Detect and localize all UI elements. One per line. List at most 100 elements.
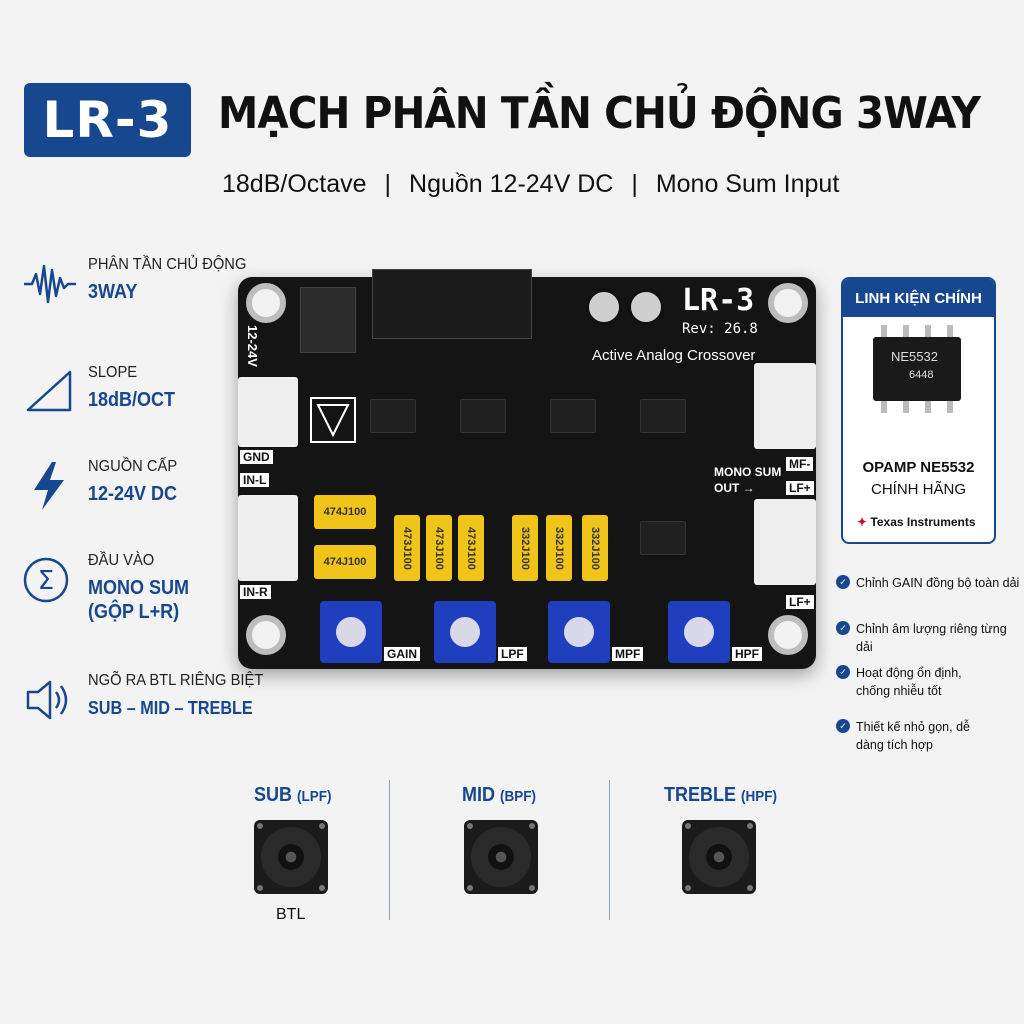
mf-label: MF- [786,457,814,471]
opamp-ic [370,399,416,433]
spec-input: Mono Sum Input [655,170,840,198]
relay-module [372,269,532,339]
feature-input: Σ ĐẦU VÀO MONO SUM (GỘP L+R) [22,552,252,632]
mono-sum-out-label: OUT → [714,481,755,495]
voltage-regulator [300,287,356,353]
spec-power: Nguồn 12-24V DC [409,170,614,198]
feature-label: NGÕ RA BTL RIÊNG BIỆT [88,672,264,689]
film-capacitor: 332J100 [512,515,538,581]
pot-label-hpf: HPF [732,647,762,661]
gnd-label: GND [240,450,273,464]
mono-sum-label: MONO SUM [714,465,782,479]
mounting-hole [768,283,808,323]
check-icon: ✓ [836,665,850,679]
feature-label: PHÂN TẦN CHỦ ĐỘNG [88,256,247,273]
feature-value: MONO SUM [88,577,189,599]
power-label: 12-24V [245,325,260,367]
opamp-ic [640,399,686,433]
feature-value: 3WAY [88,281,138,303]
lf-output-connector[interactable] [754,499,816,585]
spec-separator: | [384,170,392,198]
electrolytic-capacitor [586,289,622,325]
in-r-label: IN-R [240,585,271,599]
spec-separator: | [631,170,638,198]
feature-value: 18dB/OCT [88,389,176,411]
spec-slope: 18dB/Octave [222,170,367,198]
opamp-ic [460,399,506,433]
model-badge: LR-3 [24,83,191,157]
panel-heading: LINH KIỆN CHÍNH [843,279,994,317]
feature-3way: PHÂN TẦN CHỦ ĐỘNG 3WAY [22,256,252,326]
brand-label: ✦ Texas Instruments [857,515,976,529]
in-l-label: IN-L [240,473,270,487]
bullet-item: ✓ Chỉnh âm lượng riêng từng dải [836,620,1024,656]
feature-value: 12-24V DC [88,483,178,505]
ne5532-chip: NE5532 6448 [873,325,961,413]
speaker-title-mid: MID (BPF) [462,784,537,806]
mpf-potentiometer[interactable] [548,601,610,663]
component-authentic: CHÍNH HÃNG [870,481,966,498]
divider [389,780,390,920]
main-component-panel: LINH KIỆN CHÍNH NE5532 6448 OPAMP NE5532… [841,277,996,544]
pot-label-mpf: MPF [612,647,644,661]
sigma-icon: Σ [23,557,69,603]
slope-triangle-icon [26,370,72,412]
lf-plus-label: LF+ [786,481,814,495]
film-capacitor: 474J100 [314,495,376,529]
mounting-hole [768,615,808,655]
mounting-hole [246,615,286,655]
speaker-title-sub: SUB (LPF) [254,784,332,806]
page-title: MẠCH PHÂN TẦN CHỦ ĐỘNG 3WAY [218,88,981,139]
lf-plus-label: LF+ [786,595,814,609]
power-connector[interactable] [238,377,298,447]
hpf-potentiometer[interactable] [668,601,730,663]
board-subtitle: Active Analog Crossover [592,347,756,364]
lpf-potentiometer[interactable] [434,601,496,663]
feature-output: NGÕ RA BTL RIÊNG BIỆT SUB – MID – TREBLE [22,672,263,742]
film-capacitor: 473J100 [426,515,452,581]
speaker-mid-icon [464,820,538,894]
bullet-item: ✓ Thiết kế nhỏ gọn, dễ dàng tích hợp [836,718,986,754]
feature-value: SUB – MID – TREBLE [88,698,253,718]
speaker-sub-icon [254,820,328,894]
btl-label: BTL [276,906,306,923]
check-icon: ✓ [836,575,850,589]
speaker-sound-icon [26,680,68,720]
lightning-icon [34,462,64,510]
input-connector[interactable] [238,495,298,581]
film-capacitor: 473J100 [458,515,484,581]
chip-date-code: 6448 [909,369,934,381]
component-name: OPAMP NE5532 [862,459,975,476]
feature-value-2: (GỘP L+R) [88,601,180,623]
svg-text:Σ: Σ [38,566,54,596]
film-capacitor: 332J100 [546,515,572,581]
brand-name: Texas Instruments [870,515,976,529]
opamp-ic [550,399,596,433]
opamp-ic [640,521,686,555]
mounting-hole [246,283,286,323]
check-icon: ✓ [836,719,850,733]
bullet-item: ✓ Hoạt động ổn định, chống nhiễu tốt [836,664,996,700]
spec-line: 18dB/Octave | Nguồn 12-24V DC | Mono Sum… [222,170,839,199]
board-rev: Rev: 26.8 [682,321,758,337]
electrolytic-capacitor [628,289,664,325]
feature-label: NGUỒN CẤP [88,458,178,475]
feature-label: ĐẦU VÀO [88,552,155,569]
gain-potentiometer[interactable] [320,601,382,663]
divider [609,780,610,920]
board-model: LR-3 [682,283,755,318]
film-capacitor: 473J100 [394,515,420,581]
film-capacitor: 474J100 [314,545,376,579]
bullet-item: ✓ Chỉnh GAIN đồng bộ toàn dải [836,574,1024,592]
feature-slope: SLOPE 18dB/OCT [22,364,252,434]
waveform-icon [24,264,76,304]
film-capacitor: 332J100 [582,515,608,581]
speaker-title-treble: TREBLE (HPF) [664,784,778,806]
speaker-treble-icon [682,820,756,894]
feature-label: SLOPE [88,364,138,381]
pcb-board: 12-24V LR-3 Rev: 26.8 Active Analog Cros… [238,269,816,669]
triangle-logo-icon [310,397,356,443]
pot-label-lpf: LPF [498,647,527,661]
mf-output-connector[interactable] [754,363,816,449]
check-icon: ✓ [836,621,850,635]
